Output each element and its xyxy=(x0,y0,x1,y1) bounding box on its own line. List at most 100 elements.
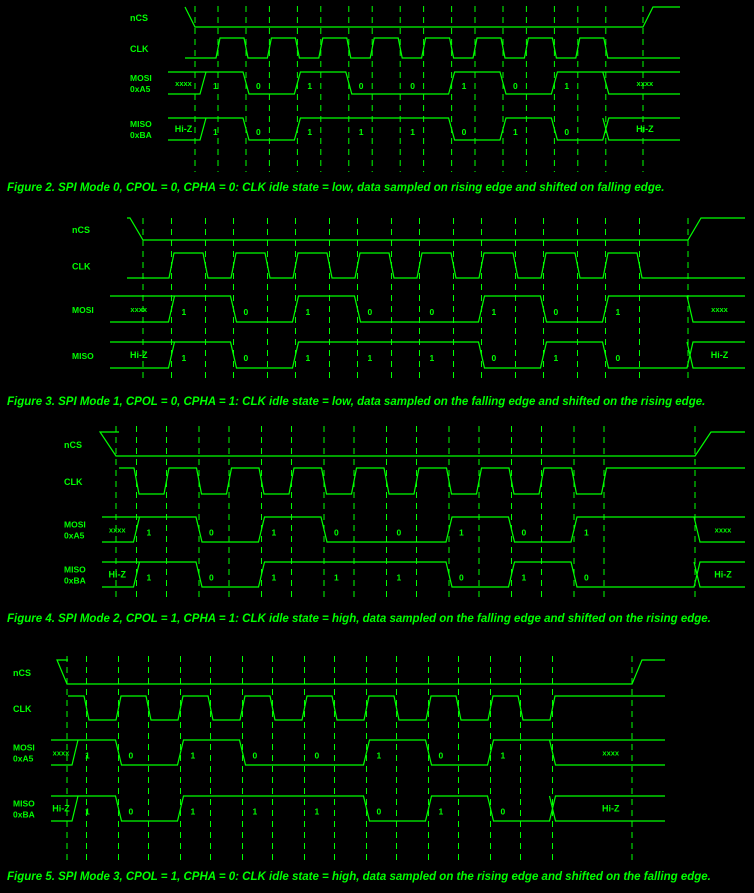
mosi-bit: 1 xyxy=(462,81,467,91)
miso-label: 0xBA xyxy=(13,810,35,820)
mosi-bit: 0 xyxy=(359,81,364,91)
miso-bit: 1 xyxy=(513,127,518,137)
mosi-idle-label: xxxx xyxy=(715,526,733,535)
miso-idle-label: Hi-Z xyxy=(714,570,732,580)
mosi-bit: 0 xyxy=(410,81,415,91)
ncs-label: nCS xyxy=(72,225,90,235)
mosi-bit: 1 xyxy=(213,81,218,91)
miso-bit: 1 xyxy=(272,573,277,583)
miso-idle-label: Hi-Z xyxy=(130,350,148,360)
miso-bit: 0 xyxy=(209,573,214,583)
mosi-bit: 0 xyxy=(209,528,214,538)
mosi-waveform xyxy=(168,71,680,95)
miso-waveform xyxy=(51,795,665,822)
clk-label: CLK xyxy=(72,262,91,272)
miso-idle-line xyxy=(686,341,745,369)
mosi-idle-line xyxy=(110,295,176,323)
clk-waveform xyxy=(127,252,745,279)
figure-caption: Figure 4. SPI Mode 2, CPOL = 1, CPHA = 1… xyxy=(7,613,711,625)
mosi-bit: 1 xyxy=(501,751,506,761)
miso-bit: 1 xyxy=(147,573,152,583)
miso-label: MISO xyxy=(64,565,86,575)
mosi-bit: 0 xyxy=(439,751,444,761)
mosi-label: MOSI xyxy=(64,520,86,530)
miso-waveform xyxy=(110,341,745,369)
mosi-bit: 1 xyxy=(85,751,90,761)
mosi-label: 0xA5 xyxy=(64,531,85,541)
mosi-label: 0xA5 xyxy=(13,754,34,764)
ncs-waveform xyxy=(184,6,680,28)
miso-idle-line xyxy=(548,795,665,822)
ncs-label: nCS xyxy=(130,13,148,23)
miso-bit: 0 xyxy=(616,353,621,363)
mosi-bit: 0 xyxy=(253,751,258,761)
miso-bit: 0 xyxy=(462,127,467,137)
miso-bit: 1 xyxy=(368,353,373,363)
ncs-waveform xyxy=(98,431,745,457)
clk-waveform xyxy=(119,467,745,495)
mosi-bit: 1 xyxy=(377,751,382,761)
mosi-bit: 0 xyxy=(513,81,518,91)
miso-bit: 1 xyxy=(439,807,444,817)
mosi-bit: 0 xyxy=(522,528,527,538)
ncs-label: nCS xyxy=(13,668,31,678)
mosi-bit: 0 xyxy=(244,307,249,317)
mosi-bit: 0 xyxy=(334,528,339,538)
miso-bit: 1 xyxy=(334,573,339,583)
miso-idle-line xyxy=(102,561,141,588)
mosi-bit: 1 xyxy=(584,528,589,538)
miso-label: MISO xyxy=(72,351,94,361)
mosi-idle-line xyxy=(693,516,745,543)
mosi-idle-label: xxxx xyxy=(130,305,148,314)
mosi-idle-label: xxxx xyxy=(602,749,620,758)
mosi-bit: 1 xyxy=(492,307,497,317)
clk-label: CLK xyxy=(130,44,149,54)
miso-bit: 0 xyxy=(256,127,261,137)
miso-bit: 1 xyxy=(253,807,258,817)
ncs-waveform xyxy=(127,217,745,241)
mosi-bit: 0 xyxy=(129,751,134,761)
miso-bit: 0 xyxy=(501,807,506,817)
miso-bit: 1 xyxy=(306,353,311,363)
mosi-label: MOSI xyxy=(130,73,152,83)
clk-label: CLK xyxy=(13,704,32,714)
figure-caption: Figure 5. SPI Mode 3, CPOL = 1, CPHA = 0… xyxy=(7,871,711,883)
miso-idle-label: Hi-Z xyxy=(109,570,127,580)
mosi-bit: 0 xyxy=(368,307,373,317)
miso-bit: 1 xyxy=(191,807,196,817)
mosi-idle-label: xxxx xyxy=(53,749,71,758)
mosi-idle-line xyxy=(102,516,141,543)
miso-bit: 1 xyxy=(359,127,364,137)
miso-idle-line xyxy=(602,117,680,141)
mosi-idle-label: xxxx xyxy=(711,305,729,314)
miso-bit: 1 xyxy=(430,353,435,363)
miso-bit: 1 xyxy=(213,127,218,137)
mosi-bit: 0 xyxy=(397,528,402,538)
miso-idle-line xyxy=(110,341,176,369)
miso-bit: 0 xyxy=(584,573,589,583)
miso-idle-label: Hi-Z xyxy=(175,124,193,134)
mosi-idle-line xyxy=(548,739,665,766)
miso-label: 0xBA xyxy=(64,576,86,586)
miso-idle-label: Hi-Z xyxy=(602,804,620,814)
mosi-waveform xyxy=(102,516,745,543)
miso-label: MISO xyxy=(13,799,35,809)
mosi-waveform xyxy=(110,295,745,323)
mosi-label: MOSI xyxy=(72,305,94,315)
miso-idle-line xyxy=(693,561,745,588)
miso-bit: 0 xyxy=(377,807,382,817)
mosi-idle-line xyxy=(51,739,79,766)
miso-idle-label: Hi-Z xyxy=(636,124,654,134)
mosi-bit: 0 xyxy=(430,307,435,317)
miso-waveform xyxy=(102,561,745,588)
clk-waveform xyxy=(68,695,665,721)
mosi-bit: 1 xyxy=(459,528,464,538)
mosi-bit: 1 xyxy=(616,307,621,317)
miso-label: 0xBA xyxy=(130,130,152,140)
mosi-idle-label: xxxx xyxy=(109,526,127,535)
mosi-idle-line xyxy=(602,71,680,95)
